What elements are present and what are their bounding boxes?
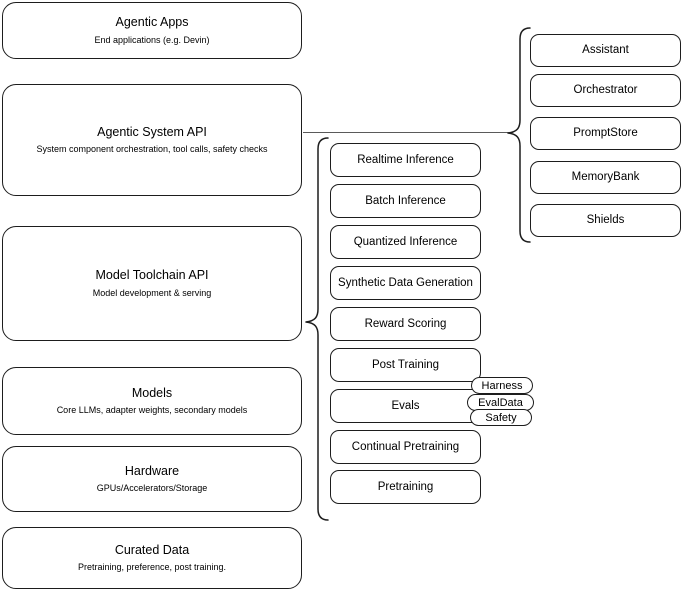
stack-layer-agentic-system-api[interactable]: Agentic System API System component orch… <box>2 84 302 196</box>
toolchain-item-label: Reward Scoring <box>364 317 447 330</box>
toolchain-item-realtime-inference[interactable]: Realtime Inference <box>330 143 481 177</box>
eval-tag-safety[interactable]: Safety <box>470 409 532 426</box>
eval-tag-label: EvalData <box>478 396 523 409</box>
system-component-label: Orchestrator <box>573 84 638 97</box>
system-component-promptstore[interactable]: PromptStore <box>530 117 681 150</box>
stack-layer-title: Agentic Apps <box>115 15 189 30</box>
toolchain-item-label: Pretraining <box>377 480 434 493</box>
eval-tag-label: Safety <box>485 411 517 424</box>
stack-layer-title: Hardware <box>124 463 180 478</box>
toolchain-item-label: Synthetic Data Generation <box>338 276 473 289</box>
toolchain-item-pretraining[interactable]: Pretraining <box>330 470 481 504</box>
stack-layer-models[interactable]: Models Core LLMs, adapter weights, secon… <box>2 367 302 435</box>
toolchain-item-quantized-inference[interactable]: Quantized Inference <box>330 225 481 259</box>
toolchain-item-label: Continual Pretraining <box>351 440 460 453</box>
toolchain-item-label: Post Training <box>371 358 440 371</box>
system-component-label: Assistant <box>582 44 629 57</box>
stack-layer-title: Agentic System API <box>97 124 207 139</box>
eval-tag-label: Harness <box>481 379 523 392</box>
system-component-assistant[interactable]: Assistant <box>530 34 681 67</box>
stack-layer-subtitle: Model development & serving <box>92 287 212 298</box>
stack-layer-subtitle: System component orchestration, tool cal… <box>36 144 268 155</box>
connector-system-api-to-components <box>303 132 513 134</box>
toolchain-item-label: Evals <box>391 399 420 412</box>
stack-layer-subtitle: Pretraining, preference, post training. <box>77 562 227 573</box>
toolchain-item-continual-pretraining[interactable]: Continual Pretraining <box>330 430 481 464</box>
system-component-orchestrator[interactable]: Orchestrator <box>530 74 681 107</box>
stack-layer-title: Model Toolchain API <box>95 268 209 283</box>
system-component-label: MemoryBank <box>571 171 640 184</box>
toolchain-item-post-training[interactable]: Post Training <box>330 348 481 382</box>
system-component-memorybank[interactable]: MemoryBank <box>530 161 681 194</box>
stack-layer-model-toolchain-api[interactable]: Model Toolchain API Model development & … <box>2 226 302 341</box>
system-component-label: Shields <box>586 214 625 227</box>
system-components-group-brace <box>506 26 532 246</box>
stack-layer-subtitle: Core LLMs, adapter weights, secondary mo… <box>56 405 248 416</box>
toolchain-group-brace <box>304 136 330 522</box>
toolchain-item-batch-inference[interactable]: Batch Inference <box>330 184 481 218</box>
stack-layer-subtitle: End applications (e.g. Devin) <box>94 34 210 45</box>
stack-layer-title: Curated Data <box>114 542 190 557</box>
eval-tag-harness[interactable]: Harness <box>471 377 533 394</box>
stack-layer-subtitle: GPUs/Accelerators/Storage <box>96 483 208 494</box>
stack-layer-agentic-apps[interactable]: Agentic Apps End applications (e.g. Devi… <box>2 2 302 59</box>
system-component-label: PromptStore <box>573 127 638 140</box>
toolchain-item-synthetic-data-generation[interactable]: Synthetic Data Generation <box>330 266 481 300</box>
system-component-shields[interactable]: Shields <box>530 204 681 237</box>
toolchain-item-reward-scoring[interactable]: Reward Scoring <box>330 307 481 341</box>
stack-layer-hardware[interactable]: Hardware GPUs/Accelerators/Storage <box>2 446 302 512</box>
stack-layer-curated-data[interactable]: Curated Data Pretraining, preference, po… <box>2 527 302 589</box>
toolchain-item-evals[interactable]: Evals <box>330 389 481 423</box>
stack-layer-title: Models <box>131 385 173 400</box>
toolchain-item-label: Realtime Inference <box>357 153 454 166</box>
toolchain-item-label: Quantized Inference <box>353 235 458 248</box>
toolchain-item-label: Batch Inference <box>365 194 446 207</box>
